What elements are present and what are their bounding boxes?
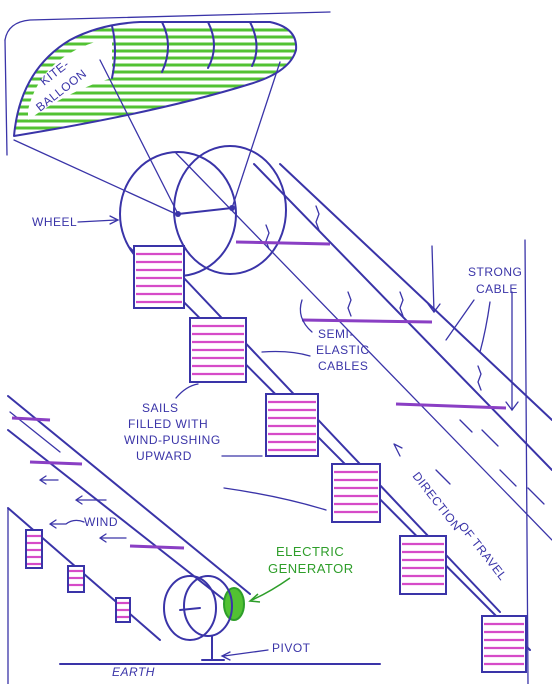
sails-pointer — [223, 487, 327, 511]
pivot-label: PIVOT — [272, 641, 311, 655]
semi-elastic-label-1: SEMI- — [318, 327, 354, 341]
wheel-pointer-head — [109, 215, 120, 225]
pivot-pointer — [220, 649, 269, 661]
semi-elastic-label-2: ELASTIC — [316, 343, 370, 357]
sail — [399, 535, 447, 595]
sail — [265, 393, 319, 457]
tether-line-left — [13, 139, 177, 215]
sails-label-2: FILLED WITH — [128, 417, 208, 431]
sail — [331, 463, 381, 523]
strong-cable-label-1: STRONG — [468, 265, 522, 279]
lower-crossbar — [11, 416, 51, 422]
semi-elastic-pointer — [261, 350, 311, 357]
lower-sail — [115, 597, 131, 623]
direction-arrow — [435, 469, 451, 485]
paper-border-right — [524, 239, 529, 684]
kite-balloon: KITE- BALLOON — [13, 21, 298, 137]
semi-elastic-label-3: CABLES — [318, 359, 368, 373]
electric-generator — [163, 575, 245, 641]
sail — [481, 615, 527, 673]
lower-sail — [25, 529, 43, 569]
lower-crossbar — [129, 544, 185, 550]
earth-label: EARTH — [112, 665, 155, 679]
generator-label-2: GENERATOR — [268, 561, 354, 576]
pivot — [201, 635, 225, 661]
generator-label-1: ELECTRIC — [276, 544, 344, 559]
wind-label: WIND — [84, 515, 118, 529]
wind-arrow — [38, 475, 59, 485]
wheel-pointer — [77, 219, 117, 223]
strong-cable-pointer — [445, 299, 475, 341]
sails-label-1: SAILS — [142, 401, 179, 415]
paper-border-top — [4, 11, 331, 41]
lower-sail — [67, 565, 85, 593]
tether-line-mid — [99, 59, 179, 215]
strong-cable-pointer — [479, 301, 491, 353]
sail-crossbar — [395, 402, 507, 410]
wind-arrow — [48, 519, 85, 529]
direction-arrow — [499, 469, 517, 487]
sail-crossbar — [235, 240, 331, 246]
lower-crossbar — [29, 460, 83, 466]
sails-label-4: UPWARD — [136, 449, 192, 463]
down-arrow-head — [505, 401, 519, 412]
wheel-label: WHEEL — [32, 215, 77, 229]
semi-elastic-cable — [315, 205, 320, 231]
sails-pointer — [175, 383, 199, 399]
generator-pointer — [248, 577, 291, 603]
semi-elastic-cable — [265, 224, 270, 250]
down-arrow-head — [427, 303, 441, 314]
semi-elastic-cable — [347, 291, 352, 317]
sail-crossbar — [301, 318, 433, 324]
strong-cable-label-2: CABLE — [476, 282, 518, 296]
direction-arrow — [481, 429, 499, 447]
sail — [189, 317, 247, 383]
sail — [133, 245, 185, 309]
down-arrow — [431, 245, 435, 313]
direction-arrow — [459, 419, 473, 433]
semi-elastic-pointer — [299, 299, 313, 333]
direction-arrow — [393, 443, 403, 457]
paper-border-left — [4, 39, 8, 156]
wind-arrow — [74, 495, 107, 505]
semi-elastic-cable — [477, 365, 482, 391]
wind-arrow — [98, 533, 127, 543]
sails-label-3: WIND-PUSHING — [124, 433, 221, 447]
direction-arrow — [527, 487, 545, 505]
semi-elastic-cable — [399, 291, 404, 317]
tether-line-right — [231, 61, 281, 209]
